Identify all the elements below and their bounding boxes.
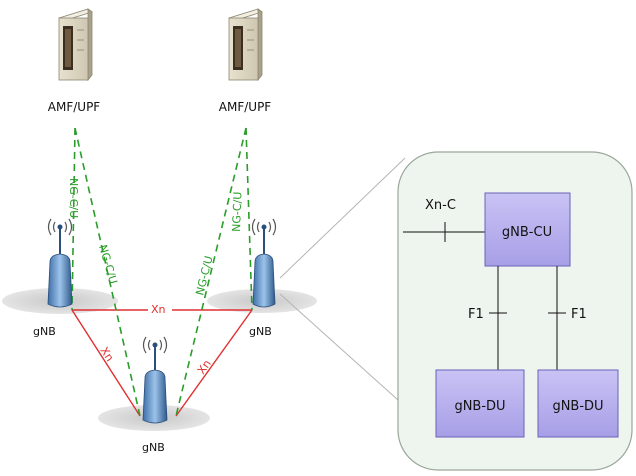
ng-links (71, 127, 253, 417)
gnb-cu-box (484, 192, 571, 267)
ng-label-3: NG-C/U (193, 255, 215, 297)
amf-upf-left-server-icon (58, 8, 93, 82)
gnb-cu-label: gNB-CU (502, 225, 552, 240)
gnb-du-right-box (537, 369, 619, 438)
gnb-right-label: gNB (249, 325, 272, 338)
xn-label-left: Xn (97, 345, 116, 364)
gnb-left-antenna-icon (47, 218, 73, 308)
ng-link-amf-left-to-gnb-left (71, 127, 76, 311)
gnb-bottom-antenna-icon (142, 336, 168, 424)
zoom-callout-top (279, 157, 406, 279)
ng-link-amf-right-to-gnb-bottom (175, 127, 247, 417)
xn-c-label: Xn-C (425, 198, 456, 213)
xn-link-left (71, 309, 141, 417)
ng-label-4: NG-C/U (230, 192, 244, 233)
amf-upf-left-label: AMF/UPF (48, 100, 101, 114)
f1-right-label: F1 (571, 307, 587, 322)
zoom-callout-bottom (279, 293, 399, 401)
ng-label-1: NG-C/U (67, 178, 80, 218)
gnb-du-left-label: gNB-DU (454, 399, 505, 414)
gnb-bottom-label: gNB (142, 441, 165, 454)
gnb-left-label: gNB (33, 325, 56, 338)
gnb-du-left-box (435, 369, 525, 438)
xn-label-top: Xn (151, 303, 166, 316)
amf-upf-right-label: AMF/UPF (219, 100, 272, 114)
ng-label-2: NG-C/U (96, 243, 120, 285)
xn-link-right (175, 309, 253, 417)
f1-left-label: F1 (468, 307, 484, 322)
amf-upf-right-server-icon (228, 8, 263, 82)
gnb-du-right-label: gNB-DU (552, 399, 603, 414)
ng-link-amf-right-to-gnb-right (245, 127, 253, 311)
xn-label-right: Xn (195, 357, 214, 376)
ng-link-amf-left-to-gnb-bottom (74, 127, 141, 417)
gnb-right-antenna-icon (251, 218, 277, 308)
